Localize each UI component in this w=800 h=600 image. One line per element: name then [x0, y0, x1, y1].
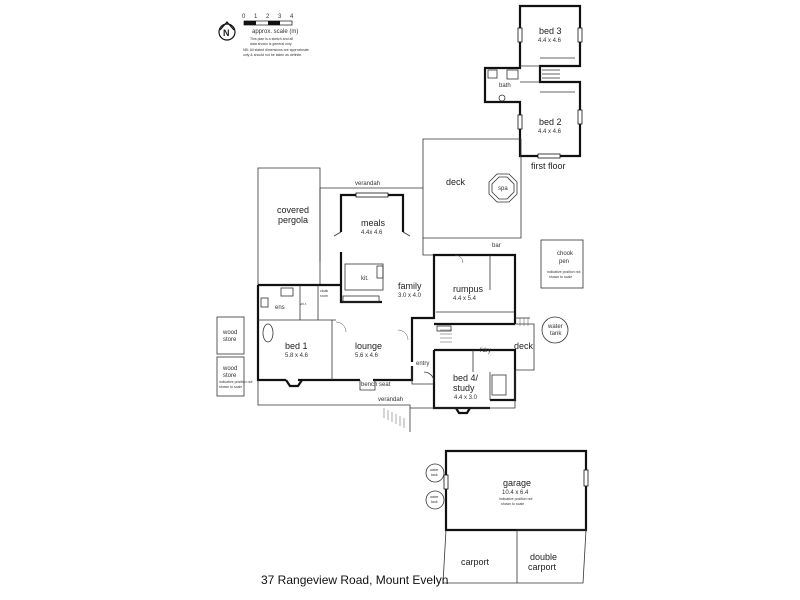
room-verandah-bottom-name: verandah: [378, 397, 403, 403]
water-tank-right: water tank: [541, 316, 569, 344]
scale-tick-0: 0: [242, 14, 246, 20]
room-ens-name: ens: [275, 305, 285, 311]
scale-note-4: only & should not be taken as definite.: [243, 53, 302, 57]
water-tank-a-line1: water: [430, 468, 439, 472]
scale-note-1: This plan is a sketch and all: [250, 37, 293, 41]
room-cloak-line2: room: [320, 294, 328, 298]
main-floor-labels: meals 4.4x 4.6 kit. family 3.0 x 4.0 rum…: [275, 218, 534, 401]
chook-pen-line1: chook: [557, 251, 574, 257]
first-floor-label: first floor: [531, 161, 566, 171]
room-cloak-line1: cloak: [320, 289, 328, 293]
room-carport-name: carport: [461, 557, 490, 567]
verandah-bottom: verandah: [257, 317, 535, 432]
room-pergola-line1: covered: [277, 205, 309, 215]
scale-tick-1: 1: [254, 14, 258, 20]
room-pergola-line2: pergola: [278, 215, 308, 225]
room-ldry-name: l'dry: [480, 348, 491, 354]
room-rumpus-dims: 4.4 x 5.4: [453, 296, 477, 302]
main-house: [256, 192, 517, 415]
wood-store-2-note2: shown to scale: [219, 385, 242, 389]
room-lounge-name: lounge: [355, 341, 382, 351]
room-bed3-name: bed 3: [539, 26, 562, 36]
room-bed2-dims: 4.4 x 4.6: [538, 129, 562, 135]
garage-block: garage 10.4 x 6.4 indicative position no…: [425, 449, 589, 584]
room-verandah-top-name: verandah: [355, 181, 380, 187]
chook-pen-line2: pen: [559, 259, 569, 265]
address-caption: 37 Rangeview Road, Mount Evelyn: [261, 573, 448, 587]
room-rumpus-name: rumpus: [453, 284, 484, 294]
room-family-dims: 3.0 x 4.0: [398, 293, 422, 299]
room-meals-name: meals: [361, 218, 386, 228]
north-arrow-icon: N: [218, 21, 236, 41]
scale-tick-4: 4: [290, 14, 294, 20]
garage-note1: indicative position not: [499, 497, 532, 501]
wood-store-2-note1: indicative position not: [219, 380, 252, 384]
wood-store-1-line2: store: [223, 337, 237, 343]
chook-pen-note1: indicative position not: [547, 270, 580, 274]
wood-store-1-line1: wood: [222, 330, 237, 336]
room-bed3-dims: 4.4 x 4.6: [538, 38, 562, 44]
room-double-carport-line2: carport: [528, 562, 557, 572]
room-spa-name: spa: [498, 186, 508, 192]
room-deck-top-name: deck: [446, 177, 466, 187]
room-double-carport-line1: double: [530, 552, 557, 562]
room-bed4-line2: study: [453, 383, 475, 393]
svg-text:N: N: [223, 28, 230, 38]
room-bed1-name: bed 1: [285, 341, 308, 351]
scale-note-2: data shown is general only.: [250, 42, 292, 46]
water-tank-b-line2: tank: [431, 500, 438, 504]
first-floor: bed 3 4.4 x 4.6 bed 2 4.4 x 4.6 bath fir…: [483, 4, 583, 171]
scale-label: approx. scale (m): [252, 29, 298, 35]
room-bar-name: bar: [492, 243, 501, 249]
water-tank-right-line1: water: [547, 324, 563, 330]
water-tank-right-line2: tank: [550, 331, 562, 337]
wood-stores: wood store wood store indicative positio…: [216, 316, 252, 397]
room-bed2-name: bed 2: [539, 117, 562, 127]
wood-store-2-line2: store: [223, 373, 237, 379]
scale-tick-3: 3: [278, 14, 282, 20]
room-bed1-dims: 5.8 x 4.6: [285, 353, 309, 359]
room-garage-name: garage: [503, 478, 531, 488]
room-lounge-dims: 5.6 x 4.6: [355, 353, 379, 359]
garage-note2: shown to scale: [501, 502, 524, 506]
room-bed4-dims: 4.4 x 3.0: [454, 395, 478, 401]
room-garage-dims: 10.4 x 6.4: [502, 490, 529, 496]
scale-note-3: NB: All stated dimensions are approximat…: [243, 48, 309, 52]
water-tank-b-line1: water: [430, 495, 439, 499]
room-bath-name: bath: [499, 83, 511, 89]
deck-top: deck spa: [422, 138, 522, 239]
room-kit-name: kit.: [361, 276, 369, 282]
water-tank-a-line2: tank: [431, 473, 438, 477]
room-bench-seat: bench seat: [361, 382, 391, 388]
room-deck-right-name: deck: [514, 341, 534, 351]
chook-pen-note2: shown to scale: [549, 275, 572, 279]
scale-tick-2: 2: [266, 14, 270, 20]
room-bed4-line1: bed 4/: [453, 373, 479, 383]
room-entry-name: entry: [416, 361, 429, 367]
chook-pen: chook pen indicative position not shown …: [540, 239, 584, 289]
room-wir-name: w.i.r.: [300, 302, 307, 306]
scale-bar: 0 1 2 3 4 approx. scale (m) This plan is…: [242, 14, 309, 57]
room-meals-dims: 4.4x 4.6: [361, 230, 383, 236]
room-family-name: family: [398, 281, 422, 291]
wood-store-2-line1: wood: [222, 366, 237, 372]
